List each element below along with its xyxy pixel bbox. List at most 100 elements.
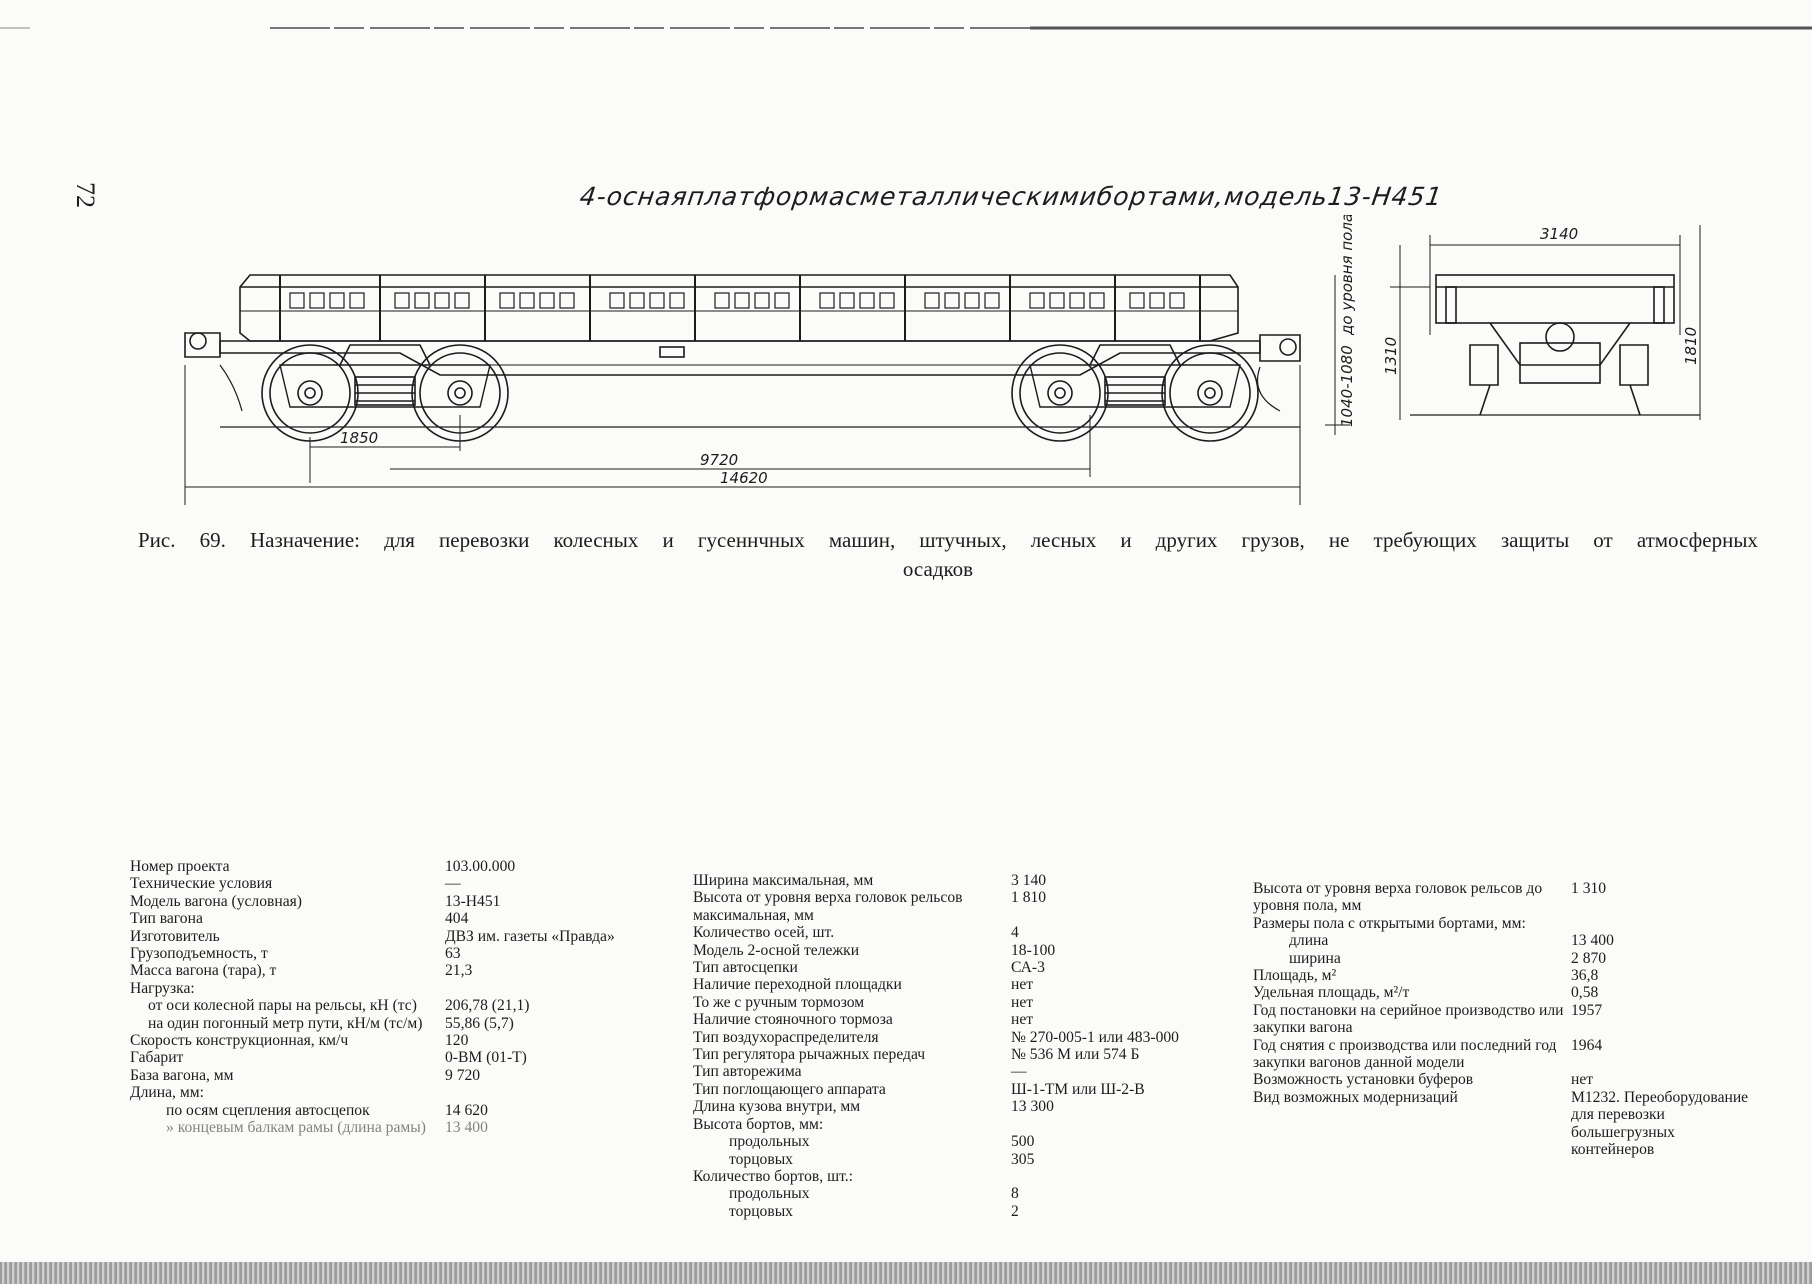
caption-word: Рис.	[138, 528, 176, 552]
dim-bogie-base: 1850	[340, 429, 378, 447]
spec-label: Тип вагона	[130, 910, 203, 928]
page-number: 72	[71, 182, 100, 208]
spec-label: Наличие стояночного тормоза	[693, 1011, 893, 1029]
spec-value: 500	[1011, 1133, 1035, 1151]
dim-max-width: 3140	[1540, 225, 1578, 243]
spec-label: Технические условия	[130, 875, 273, 893]
spec-label: » концевым балкам рамы (длина рамы)	[166, 1119, 426, 1137]
spec-value: Ш-1-ТМ или Ш-2-В	[1011, 1080, 1145, 1098]
dim-max-height: 1810	[1682, 327, 1700, 365]
spec-row: Год снятия с производства или последний …	[1253, 1037, 1753, 1072]
spec-column-3: Высота от уровня верха головок рельсов д…	[1253, 880, 1753, 1159]
spec-value: № 270-005-1 или 483-000	[1011, 1028, 1179, 1046]
title-word: металлическими	[858, 182, 1100, 211]
spec-value: 1957	[1571, 1001, 1603, 1019]
caption-word: 69.	[199, 528, 226, 552]
dim-car-base: 9720	[700, 451, 738, 469]
spec-label: То же с ручным тормозом	[693, 993, 865, 1011]
scan-top-border	[0, 18, 1812, 30]
spec-label: Тип автосцепки	[693, 959, 798, 977]
caption-word: других	[1155, 528, 1218, 552]
spec-label: Количество бортов, шт.:	[693, 1167, 853, 1185]
spec-row: Наличие стояночного тормоза нет	[693, 1011, 1253, 1028]
spec-value: —	[1011, 1063, 1027, 1081]
caption-word: атмосферных	[1636, 528, 1758, 552]
spec-label: Скорость конструкционная, км/ч	[130, 1032, 349, 1050]
title-word: платформа	[685, 182, 848, 211]
spec-label: Возможность установки буферов	[1253, 1071, 1474, 1089]
spec-row: от оси колесной пары на рельсы, кН (тс) 2…	[130, 997, 690, 1014]
caption-word: от	[1593, 528, 1613, 552]
caption-word: не	[1328, 528, 1350, 552]
spec-label: Тип авторежима	[693, 1063, 802, 1081]
spec-label: Нагрузка:	[130, 979, 195, 997]
spec-value: 21,3	[445, 962, 473, 980]
spec-row: продольных 500	[693, 1133, 1253, 1150]
caption-word: колесных	[553, 528, 639, 552]
spec-label: Высота от уровня верха головок рельсов д…	[1253, 880, 1543, 915]
spec-label: торцовых	[729, 1202, 793, 1220]
spec-label: Высота от уровня верха головок рельсов м…	[693, 889, 963, 924]
spec-value: 206,78 (21,1)	[445, 997, 530, 1015]
spec-row: Количество осей, шт.4	[693, 924, 1253, 941]
spec-row: Технические условия—	[130, 875, 690, 892]
spec-label: Год постановки на серийное производство …	[1253, 1001, 1564, 1037]
spec-label: Изготовитель	[130, 927, 220, 945]
caption-word: и	[1120, 528, 1132, 552]
dim-floor-height: 1310	[1382, 337, 1400, 375]
spec-label: Модель вагона (условная)	[130, 892, 303, 910]
dim-floor-height-range: 1040-1080	[1338, 345, 1356, 427]
title-word: 4-осная	[577, 182, 690, 211]
spec-row: Масса вагона (тара), т 21,3	[130, 962, 690, 979]
spec-row: Модель 2-осной тележки 18-100	[693, 942, 1253, 959]
spec-value: 18-100	[1011, 941, 1056, 959]
spec-label: Площадь, м²	[1253, 967, 1337, 985]
side-view-drawing: 1850 9720 14620 1040-1080 до уровня пола	[184, 215, 1356, 505]
spec-label: от оси колесной пары на рельсы, кН (тс)	[148, 997, 417, 1015]
spec-value: 120	[445, 1032, 469, 1050]
scan-bottom-border	[0, 1262, 1812, 1284]
spec-row: Модель вагона (условная)13-Н451	[130, 893, 690, 910]
spec-row: Скорость конструкционная, км/ч 120	[130, 1032, 690, 1049]
spec-label: на один погонный метр пути, кН/м (тс/м)	[148, 1014, 423, 1032]
spec-row: Тип авторежима —	[693, 1063, 1253, 1080]
spec-label: Модель 2-осной тележки	[693, 941, 860, 959]
spec-value: М1232. Переоборудование для перевозки бо…	[1571, 1088, 1749, 1159]
spec-label: Удельная площадь, м²/т	[1253, 984, 1410, 1002]
spec-label: продольных	[729, 1133, 810, 1151]
spec-row: Длина, мм:	[130, 1084, 690, 1101]
spec-value: 103.00.000	[445, 858, 516, 875]
spec-value: 13 400	[1571, 932, 1614, 950]
spec-row: Высота от уровня верха головок рельсов д…	[1253, 880, 1753, 915]
spec-value: 13 300	[1011, 1098, 1054, 1116]
caption-word: и	[662, 528, 674, 552]
spec-row: на один погонный метр пути, кН/м (тс/м)5…	[130, 1015, 690, 1032]
spec-label: Высота бортов, мм:	[693, 1115, 824, 1133]
caption-word: лесных	[1030, 528, 1097, 552]
spec-value: 36,8	[1571, 967, 1599, 985]
spec-row: Размеры пола с открытыми бортами, мм:	[1253, 915, 1753, 932]
spec-value: нет	[1011, 1011, 1034, 1029]
spec-label: по осям сцепления автосцепок	[166, 1101, 370, 1119]
spec-value: 3 140	[1011, 872, 1047, 889]
spec-label: Масса вагона (тара), т	[130, 962, 277, 980]
spec-label: Тип поглощающего аппарата	[693, 1080, 886, 1098]
spec-row: » концевым балкам рамы (длина рамы)13 40…	[130, 1119, 690, 1136]
spec-row: Год постановки на серийное производство …	[1253, 1002, 1753, 1037]
spec-value: № 536 М или 574 Б	[1011, 1046, 1140, 1064]
